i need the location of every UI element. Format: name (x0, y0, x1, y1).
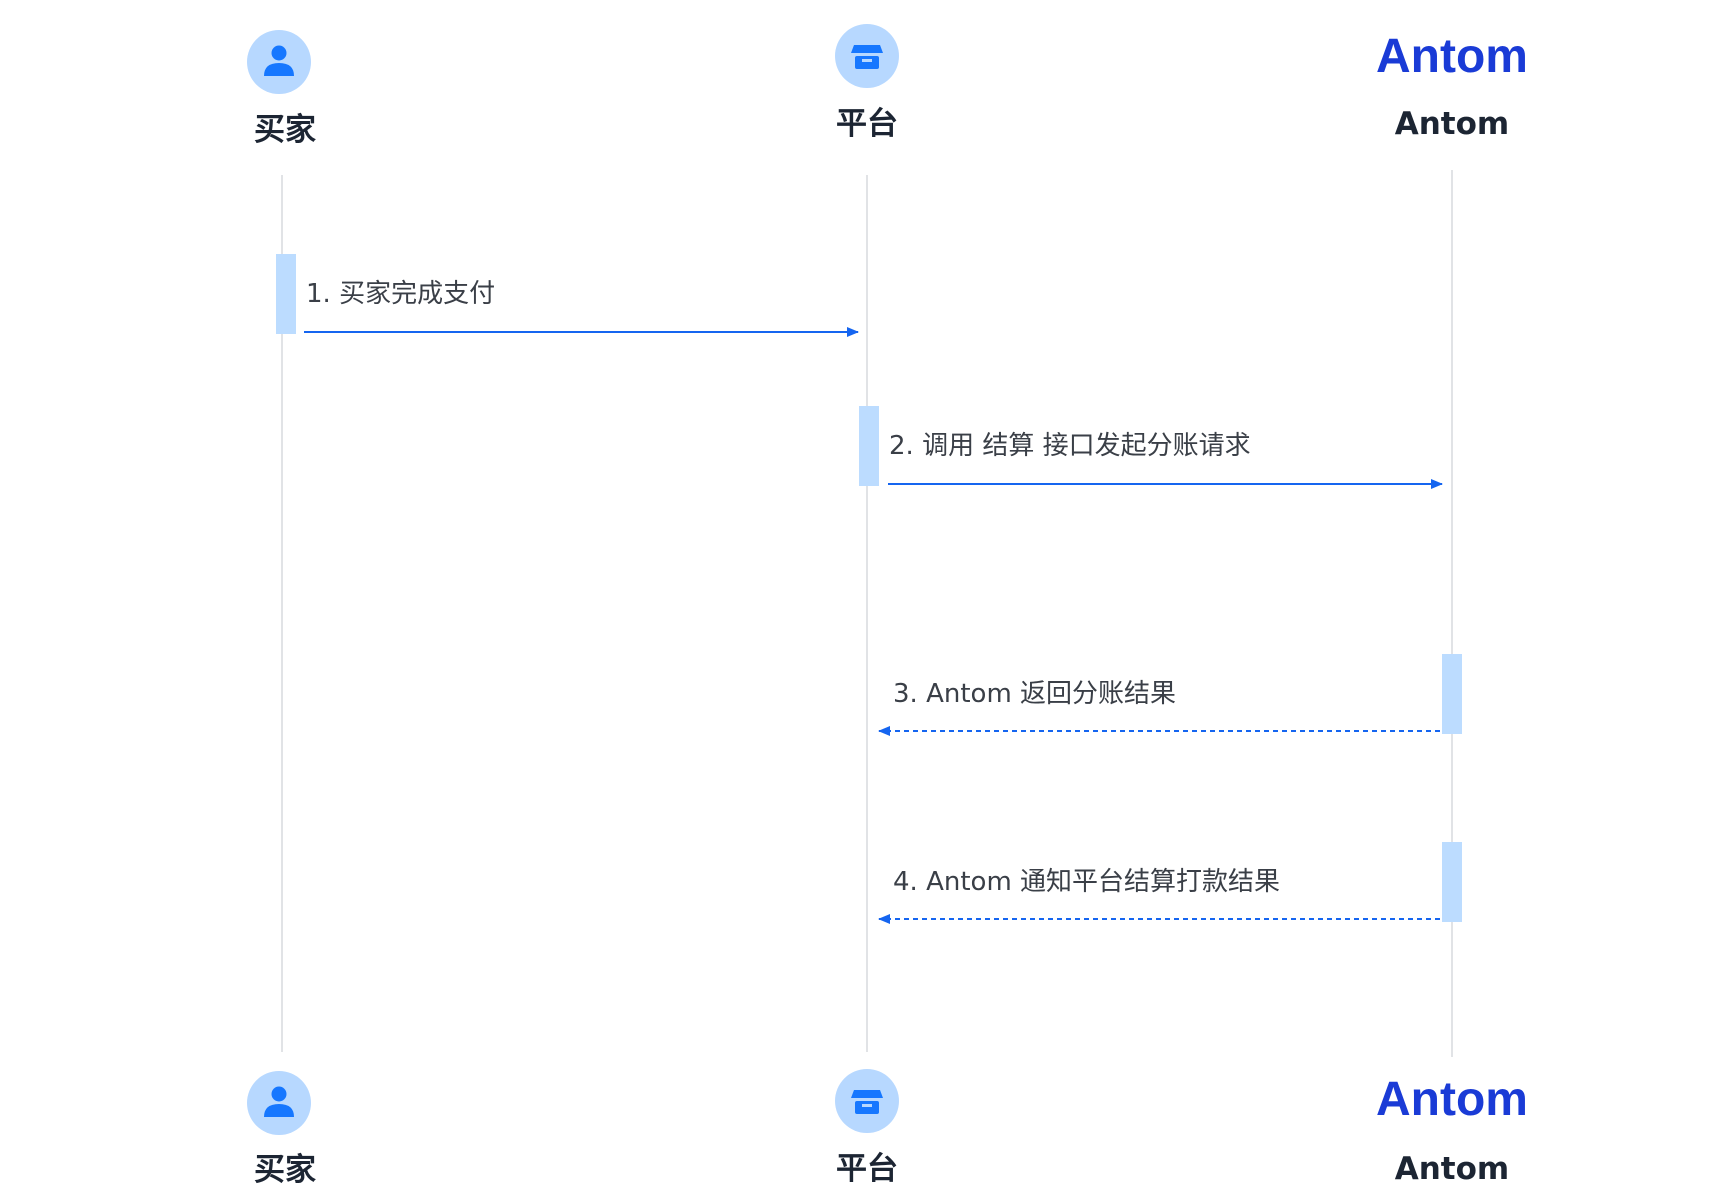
person-icon (247, 30, 311, 94)
activation-antom-4 (1442, 842, 1462, 922)
participant-antom-bottom: Antom Antom (1376, 1073, 1528, 1187)
participant-label-platform: 平台 (836, 106, 898, 142)
message-3: 3. Antom 返回分账结果 (878, 679, 1440, 736)
message-1: 1. 买家完成支付 (304, 279, 859, 337)
participant-label-buyer: 买家 (254, 112, 316, 148)
message-label-4: 4. Antom 通知平台结算打款结果 (893, 867, 1280, 897)
activation-antom-3 (1442, 654, 1462, 734)
activation-buyer-1 (276, 254, 296, 334)
participant-label-buyer: 买家 (254, 1152, 316, 1188)
participant-label-platform: 平台 (836, 1151, 898, 1187)
message-label-2: 2. 调用 结算 接口发起分账请求 (889, 431, 1251, 461)
activation-platform-2 (859, 406, 879, 486)
message-4: 4. Antom 通知平台结算打款结果 (878, 867, 1440, 924)
participant-antom-top: Antom Antom (1376, 30, 1528, 142)
message-label-1: 1. 买家完成支付 (306, 279, 495, 309)
person-icon (247, 1071, 311, 1135)
participant-platform-top: 平台 (835, 24, 899, 142)
participant-buyer-top: 买家 (247, 30, 316, 148)
antom-logo: Antom (1376, 1073, 1528, 1126)
participant-label-antom: Antom (1395, 1151, 1509, 1187)
message-2: 2. 调用 结算 接口发起分账请求 (888, 431, 1443, 489)
message-label-3: 3. Antom 返回分账结果 (893, 679, 1176, 709)
participant-platform-bottom: 平台 (835, 1069, 899, 1187)
participant-label-antom: Antom (1395, 106, 1509, 142)
participant-buyer-bottom: 买家 (247, 1071, 316, 1188)
store-icon (835, 1069, 899, 1133)
store-icon (835, 24, 899, 88)
antom-logo: Antom (1376, 30, 1528, 83)
